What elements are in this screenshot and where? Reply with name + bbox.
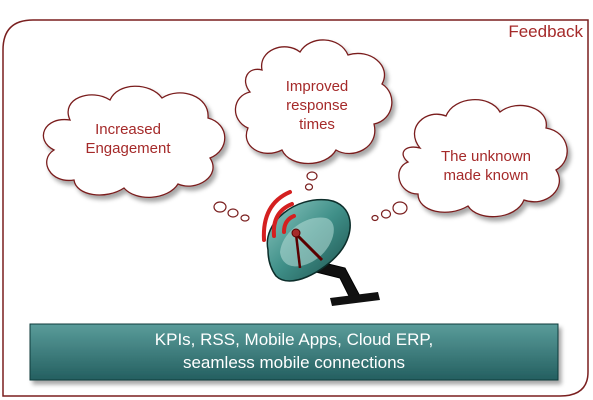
cloud-label-line: Improved [285,78,349,95]
dish-base [330,292,380,306]
cloud-label-unknown-made-known: The unknown made known [424,148,548,186]
cloud-label-increased-engagement: Increased Engagement [78,121,178,159]
panel-title: Feedback [508,22,583,41]
thought-cloud-increased-engagement [42,85,226,199]
signal-wave-3 [261,190,292,242]
cloud-label-line: made known [443,166,529,184]
banner-line: KPIs, RSS, Mobile Apps, Cloud ERP, [154,330,434,350]
thought-bubbles-right [371,201,408,222]
dish-arm-1 [294,232,324,262]
cloud-label-line: times [299,115,335,133]
banner-text: KPIs, RSS, Mobile Apps, Cloud ERP, seaml… [30,324,558,380]
cloud-label-line: The unknown [440,148,532,165]
cloud-label-line: Engagement [85,139,171,157]
dish-arm-2 [294,233,302,269]
thought-cloud-improved-response-times [234,39,393,164]
banner-line: seamless mobile connections [182,353,406,372]
thought-bubbles-middle [304,171,318,191]
signal-wave-2 [271,202,294,238]
thought-bubbles-left [213,201,250,222]
cloud-label-line: response [286,96,348,114]
banner-box [29,323,559,381]
cloud-label-line: Increased [95,121,161,138]
dish-feed [291,228,301,238]
signal-wave-1 [282,214,296,234]
satellite-dish-icon [261,190,380,306]
cloud-label-improved-response-times: Improved response times [262,78,372,134]
thought-cloud-unknown-made-known [398,99,568,218]
